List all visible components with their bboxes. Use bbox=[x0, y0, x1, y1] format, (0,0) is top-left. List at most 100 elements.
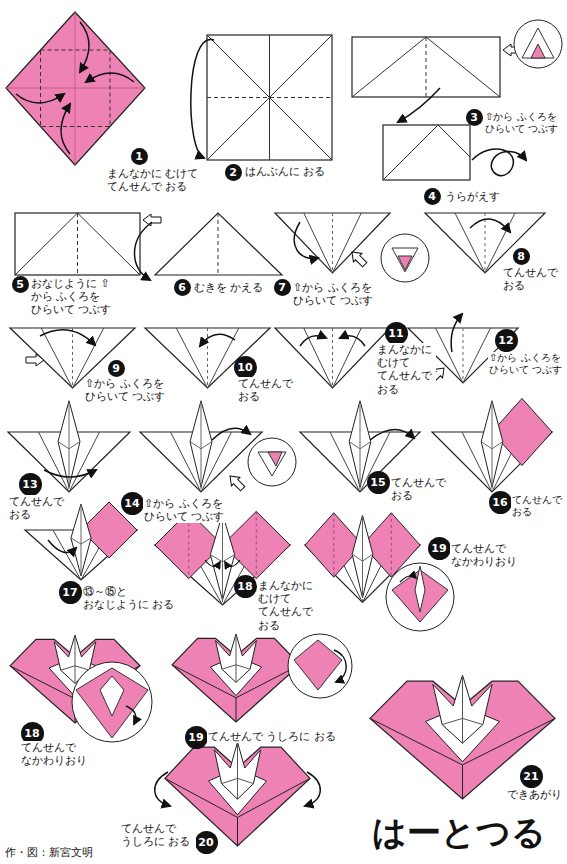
step-8-figure bbox=[470, 219, 510, 232]
step-7-figure bbox=[275, 213, 390, 273]
step-19-figure bbox=[386, 563, 454, 631]
instruction-text: ⇧から ふくろを ひらいて つぶす bbox=[484, 111, 562, 135]
step-14-figure bbox=[212, 428, 250, 440]
step-5-figure bbox=[15, 213, 140, 275]
step-19-figure bbox=[415, 566, 425, 612]
step-4-figure bbox=[383, 125, 470, 180]
step-2-figure bbox=[207, 35, 332, 160]
step-number: 19 bbox=[428, 537, 451, 560]
step-number: 18 bbox=[234, 575, 257, 598]
step-5-figure bbox=[15, 213, 161, 275]
step-20-figure bbox=[305, 772, 320, 806]
step-1-figure bbox=[80, 22, 89, 72]
step-17-figure bbox=[71, 504, 91, 576]
step-19b-figure bbox=[288, 634, 352, 698]
step-number: 2 bbox=[225, 164, 242, 181]
step-14-figure bbox=[258, 452, 286, 476]
step-8-figure bbox=[425, 182, 545, 273]
step-7-figure bbox=[348, 248, 369, 269]
step-number: 1 bbox=[131, 148, 148, 165]
step-3-figure bbox=[531, 44, 545, 58]
step-number: 11 bbox=[385, 322, 408, 345]
step-14-figure bbox=[226, 472, 247, 493]
step-number: 19 bbox=[185, 726, 208, 749]
credit-text: 作・図：新宮文明 bbox=[4, 846, 126, 859]
step-number: 4 bbox=[424, 188, 441, 205]
instruction-text: はんぶんに おる bbox=[244, 165, 342, 178]
step-number: 12 bbox=[495, 329, 518, 352]
step-7-figure bbox=[392, 248, 418, 272]
instruction-text: てんせんで おる bbox=[502, 266, 564, 292]
step-17-figure bbox=[48, 540, 76, 553]
step-15-figure bbox=[370, 429, 414, 440]
instruction-text: うらがえす bbox=[444, 190, 506, 203]
step-18b-figure bbox=[76, 668, 148, 738]
step-18b-figure bbox=[100, 676, 124, 716]
step-21-figure bbox=[370, 675, 555, 799]
step-11-figure bbox=[300, 336, 326, 346]
step-16-figure bbox=[481, 401, 503, 487]
step-number: 21 bbox=[520, 765, 543, 788]
step-18-figure bbox=[205, 560, 220, 567]
step-1-figure bbox=[61, 104, 70, 154]
step-19b-figure bbox=[294, 640, 342, 690]
instruction-text: てんせんで おる bbox=[390, 476, 452, 502]
step-10-figure bbox=[200, 334, 235, 346]
instruction-text: むきを かえる bbox=[193, 281, 269, 294]
step-11-figure bbox=[340, 336, 365, 346]
step-7-figure bbox=[381, 234, 429, 282]
instruction-text: おなじように ⇧から ふくろを ひらいて つぶす bbox=[30, 277, 118, 317]
step-number: 3 bbox=[466, 109, 483, 126]
step-14-figure bbox=[268, 452, 282, 466]
step-2-figure bbox=[191, 39, 214, 158]
step-3-figure bbox=[398, 88, 440, 122]
title: はーとつる bbox=[372, 812, 546, 853]
step-4-figure bbox=[472, 149, 526, 176]
step-19b-figure bbox=[334, 650, 346, 682]
step-7-figure bbox=[294, 222, 318, 259]
step-number: 15 bbox=[367, 471, 390, 494]
instruction-text: てんせんで なかわりおり bbox=[450, 542, 522, 568]
instruction-text: ⇧から ふくろを ひらいて つぶす bbox=[143, 497, 231, 523]
step-3-figure bbox=[352, 37, 500, 97]
step-4-figure bbox=[383, 125, 470, 180]
step-6-figure bbox=[135, 213, 283, 280]
step-15-figure bbox=[349, 401, 371, 487]
step-3-figure bbox=[522, 28, 554, 58]
step-12-figure bbox=[451, 314, 462, 352]
step-18-figure bbox=[225, 560, 240, 567]
step-9-figure bbox=[26, 354, 44, 366]
step-6-figure bbox=[218, 213, 219, 275]
instruction-text: てんせんで なかわりおり bbox=[20, 741, 92, 767]
step-2-figure bbox=[207, 97, 332, 98]
step-5-figure bbox=[15, 213, 140, 275]
step-number: 17 bbox=[59, 581, 82, 604]
step-3-figure bbox=[352, 37, 500, 97]
step-5-figure bbox=[77, 213, 78, 275]
step-19b-figure bbox=[172, 634, 300, 722]
instruction-text: てんせんで おる bbox=[511, 494, 565, 518]
step-1-figure bbox=[86, 73, 134, 82]
step-21-figure bbox=[370, 675, 555, 799]
step-1-figure bbox=[6, 12, 145, 165]
step-number: 8 bbox=[513, 248, 530, 265]
step-number: 14 bbox=[121, 492, 144, 515]
step-7-figure bbox=[398, 256, 412, 270]
step-1-figure bbox=[6, 12, 145, 165]
instruction-text: まんなかに むけて てんせんで おる bbox=[106, 167, 208, 193]
instruction-text: てんせんで おる bbox=[237, 377, 299, 403]
step-2-figure bbox=[191, 35, 332, 160]
instruction-text: ⇧から ふくろを ひらいて つぶす bbox=[84, 377, 172, 403]
step-1-figure bbox=[6, 12, 145, 165]
instruction-text: まんなかに むけて てんせんで おる bbox=[257, 579, 317, 632]
instruction-text: ⇧から ふくろを ひらいて つぶす bbox=[488, 352, 564, 376]
step-3-figure bbox=[352, 20, 562, 122]
step-18b-figure bbox=[72, 662, 152, 742]
step-8-figure bbox=[425, 213, 545, 273]
step-6-figure bbox=[155, 213, 282, 275]
instruction-text: できあがり bbox=[506, 788, 566, 801]
step-number: 10 bbox=[234, 356, 257, 379]
step-number: 6 bbox=[174, 279, 191, 296]
step-19-figure bbox=[400, 576, 416, 582]
instruction-text: ⑬～⑮と おなじように おる bbox=[82, 585, 180, 611]
